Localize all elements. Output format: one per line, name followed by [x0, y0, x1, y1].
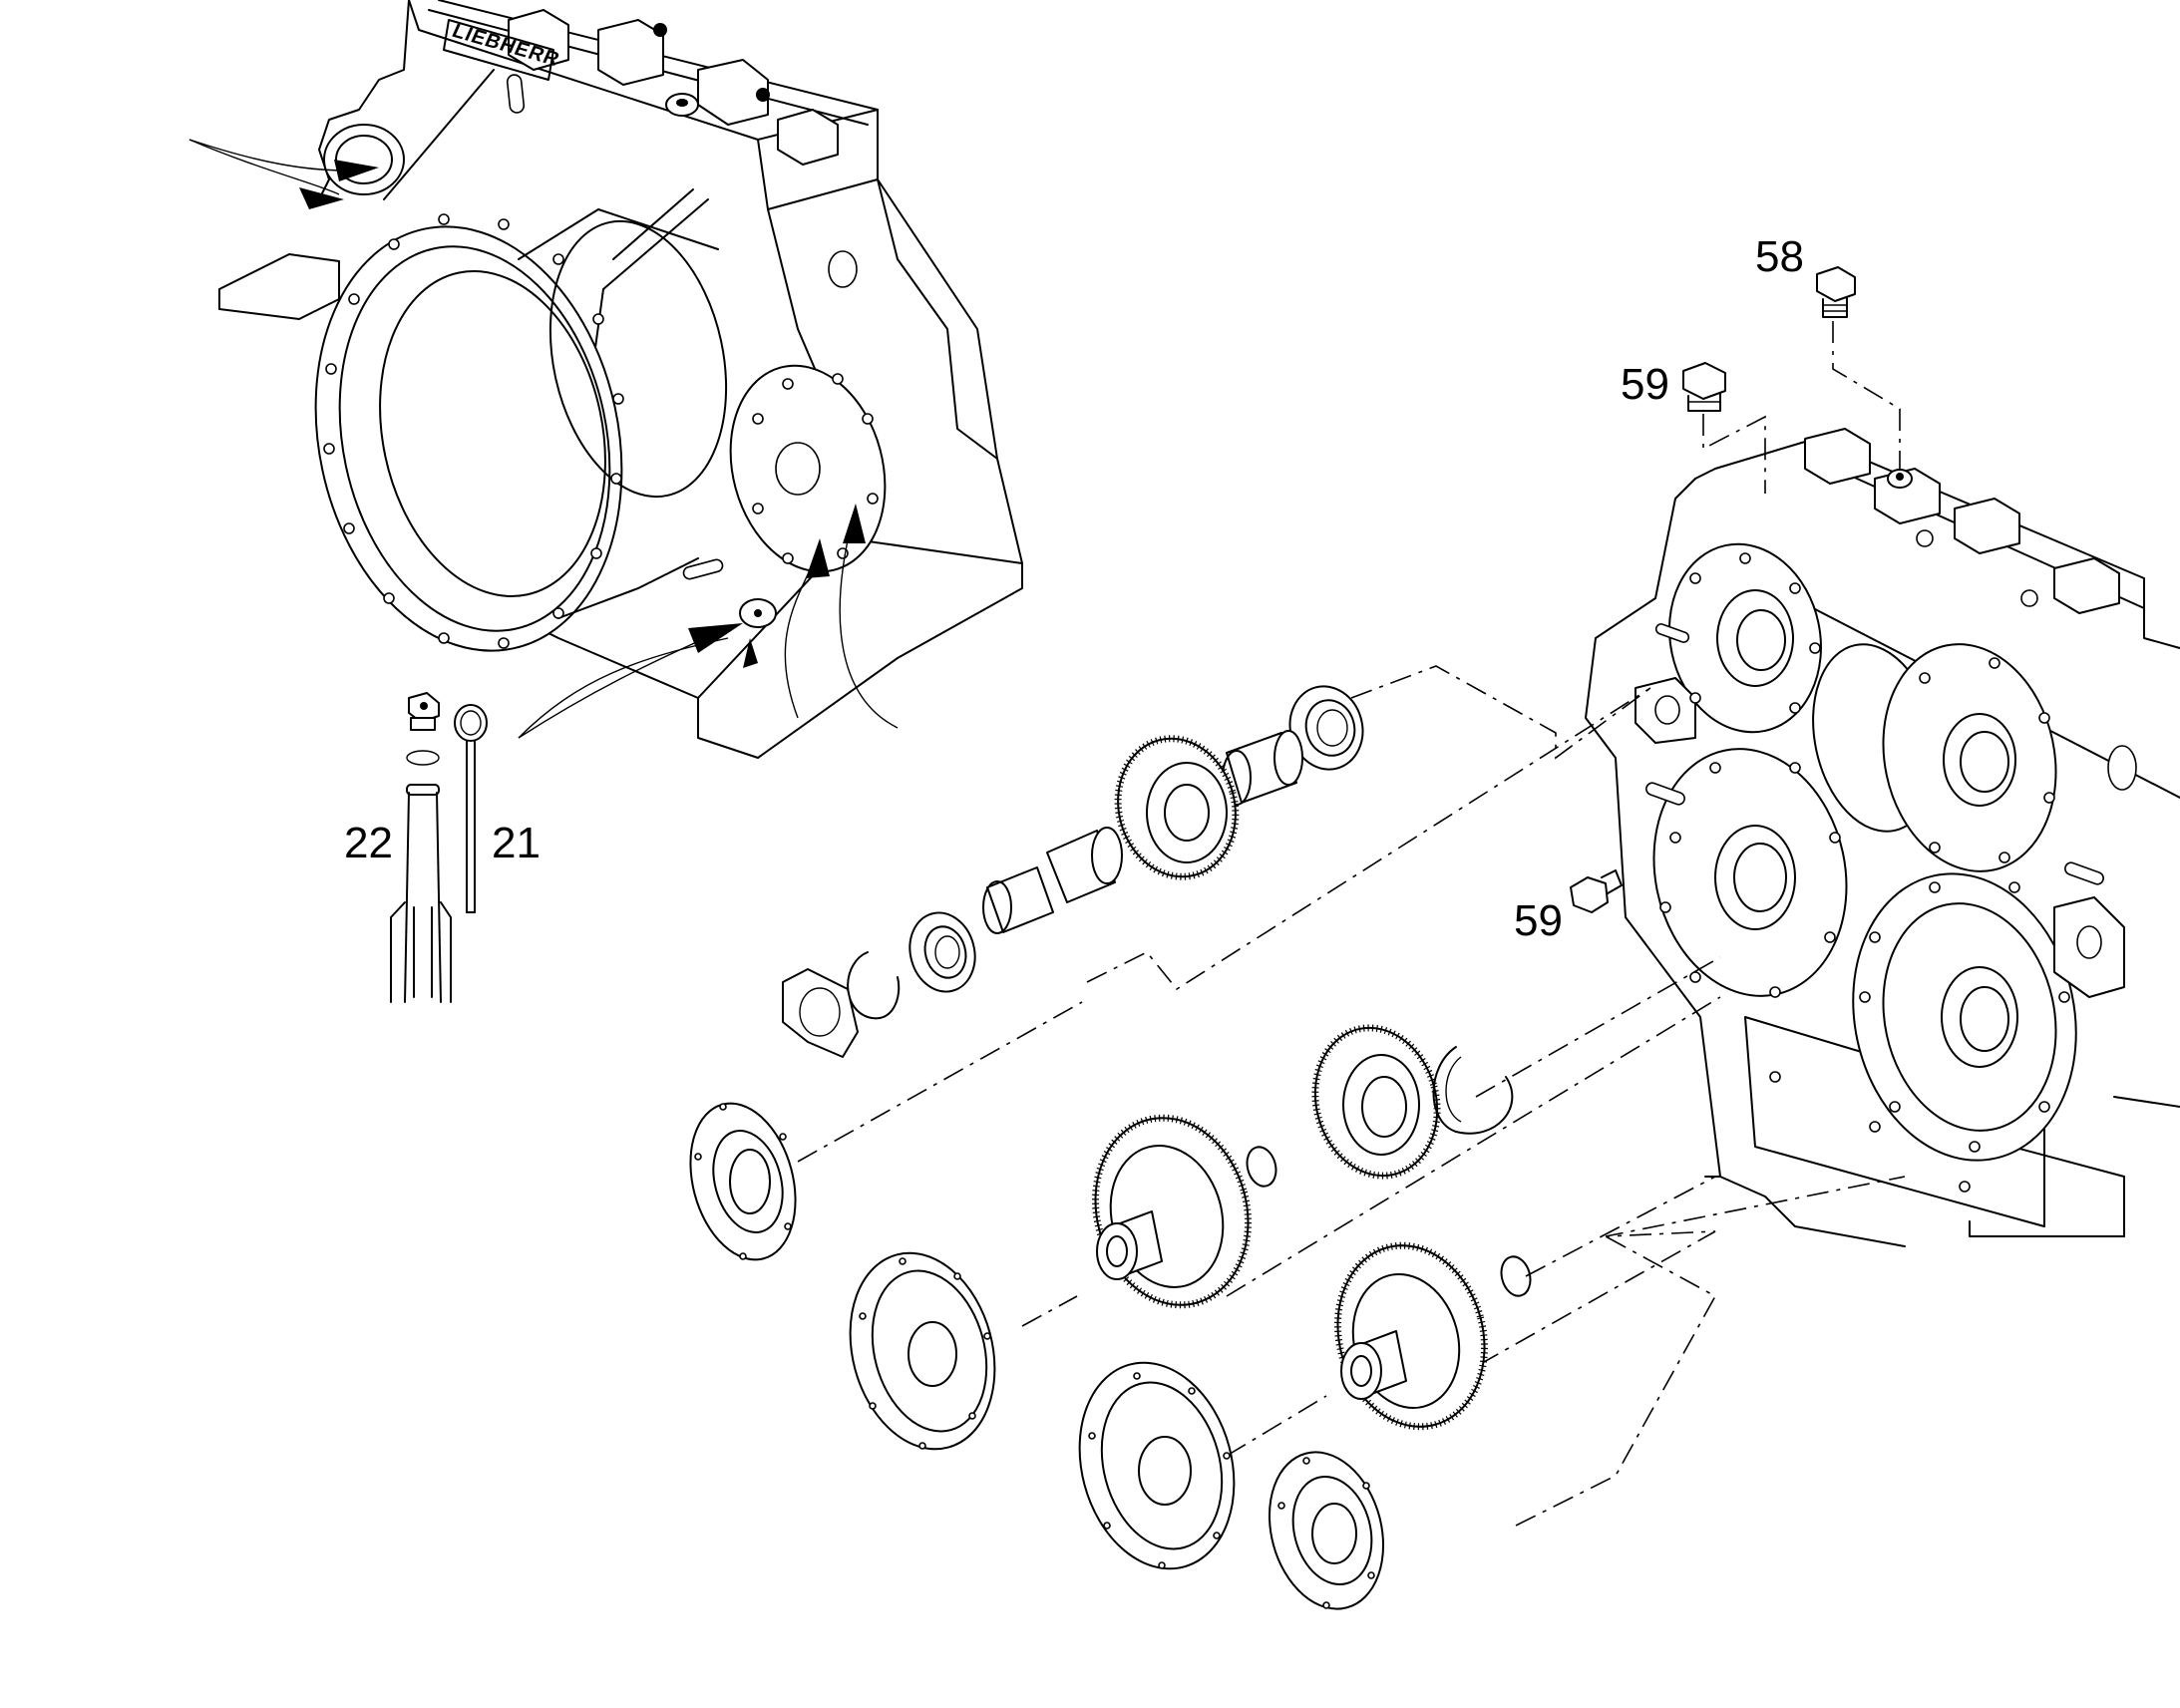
spur-gear-icon [1333, 1241, 1489, 1431]
flange-cover-icon [849, 1251, 996, 1451]
dipstick-assembly [390, 692, 488, 1003]
ball-bearing-icon [908, 911, 976, 993]
shaft [982, 827, 1123, 934]
flange-cover-icon [1268, 1451, 1385, 1610]
callout-59-top: 59 [1621, 360, 1669, 409]
callout-58: 58 [1755, 232, 1804, 281]
snap-ring-icon [1500, 1255, 1532, 1297]
hex-plug-icon [1682, 362, 1726, 412]
ball-bearing-icon [1288, 685, 1364, 771]
flange-cover-icon [689, 1102, 797, 1261]
flange-cover-icon [1668, 542, 1822, 734]
flange-bolt-holes [323, 213, 624, 649]
snap-ring-icon [1432, 1046, 1514, 1135]
callout-22: 22 [344, 819, 393, 867]
assembly-arrows [188, 139, 899, 739]
spur-gear-icon [1114, 735, 1240, 880]
callout-21: 21 [492, 819, 541, 867]
pump-distributor-housing: LIEBHERR [188, 0, 1023, 759]
flange-cover-icon [782, 968, 859, 1058]
spacer-sleeve [1222, 730, 1303, 806]
spur-gear-icon [1311, 1024, 1441, 1180]
flange-cover-icon [1882, 643, 2057, 872]
hex-plug-icon [1816, 266, 1856, 318]
flange-cover-icon [1852, 872, 2077, 1162]
cover-bolt-holes [1659, 552, 2070, 1193]
spur-gear-icon [1091, 1114, 1253, 1309]
callout-59-side: 59 [1514, 896, 1563, 945]
snap-ring-icon [1246, 1146, 1277, 1188]
gearbox-housing [1585, 428, 2180, 1247]
hex-plug-icon [1570, 869, 1623, 913]
flange-cover-icon [1078, 1361, 1236, 1570]
snap-ring-icon [847, 951, 901, 1020]
